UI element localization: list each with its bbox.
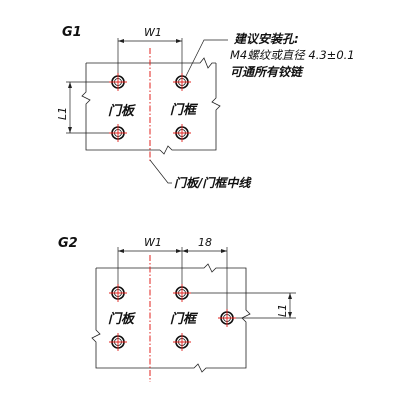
g2-l1-label: L1: [276, 304, 289, 317]
g1-w1-arrow-left: [118, 39, 124, 43]
g2-18-arrow-right: [221, 249, 227, 253]
g1-door-leaf-label: 门板: [108, 103, 136, 119]
g1-centerline-leader: [149, 159, 172, 184]
g1-plate-outline: [81, 57, 221, 151]
g1-plate-bottom-break: [159, 145, 198, 155]
g2-door-leaf-label: 门板: [108, 311, 136, 327]
g2-l1-arrow-bottom: [288, 312, 292, 318]
g2-hole: [173, 284, 191, 302]
figure-g2: G2 W1 18 L1: [58, 236, 296, 382]
g2-w1-arrow-right: [176, 249, 182, 253]
g1-l1-arrow-bottom: [68, 127, 72, 133]
g2-door-frame-label: 门框: [170, 311, 199, 327]
g1-w1-label: W1: [144, 26, 162, 39]
g1-door-frame-label: 门框: [170, 102, 199, 118]
g1-note-leader: [184, 39, 228, 79]
g2-hole: [173, 333, 191, 351]
g2-plate-outline: [91, 263, 251, 373]
g2-hole: [109, 284, 127, 302]
g2-w1-label: W1: [144, 236, 162, 249]
figure-g1: G1 W1 L1: [56, 25, 355, 190]
g1-l1-arrow-top: [68, 82, 72, 88]
g2-l1-arrow-top: [288, 293, 292, 299]
g1-note-line3: 可通所有铰链: [230, 65, 304, 79]
g1-note-line2: M4螺纹或直径 4.3±0.1: [230, 48, 355, 62]
g1-hole: [173, 124, 191, 142]
g2-w1-arrow-left: [118, 249, 124, 253]
g1-hole: [109, 124, 127, 142]
figure-g1-label: G1: [62, 25, 82, 40]
g2-hole: [109, 333, 127, 351]
g2-18-arrow-left: [182, 249, 188, 253]
g1-hole: [173, 73, 191, 91]
g2-18-label: 18: [198, 236, 212, 249]
g1-w1-arrow-right: [176, 39, 182, 43]
g1-centerline-label: 门板/门框中线: [174, 176, 252, 190]
g2-hole: [218, 309, 236, 327]
g1-l1-label: L1: [56, 107, 69, 120]
g1-note-line1: 建议安装孔:: [233, 32, 299, 46]
figure-g2-label: G2: [58, 236, 78, 251]
g1-hole: [109, 73, 127, 91]
